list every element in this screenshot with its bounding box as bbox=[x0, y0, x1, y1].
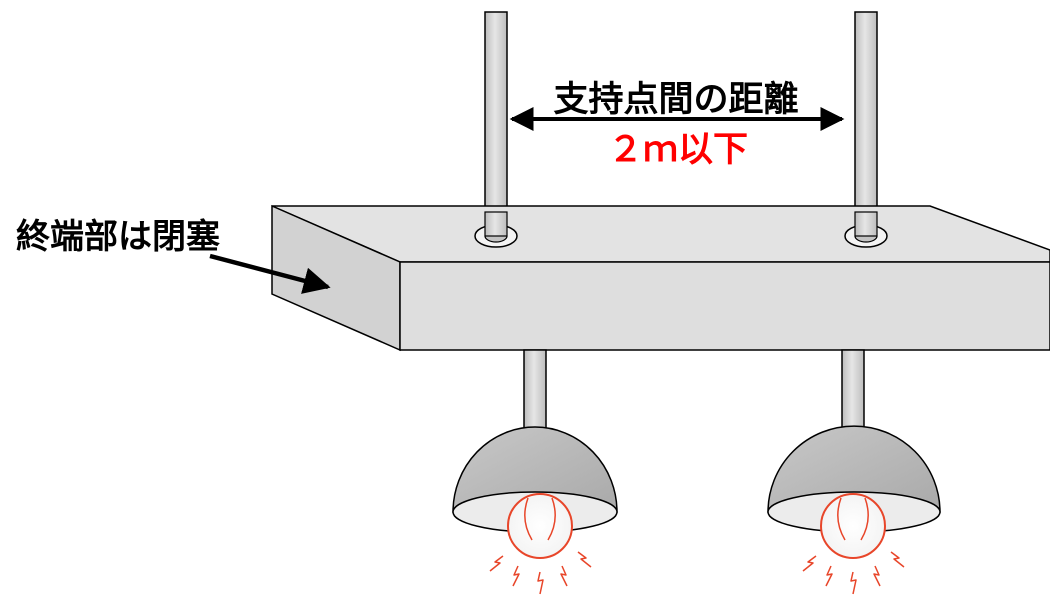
lamp-stem-left bbox=[523, 349, 547, 433]
support-rod-right bbox=[854, 11, 878, 233]
lamp-right bbox=[767, 425, 941, 559]
lamp-shade-left bbox=[452, 426, 618, 513]
lamp-shade-right bbox=[767, 425, 941, 513]
duct-front-face bbox=[399, 261, 1050, 351]
lamp-stem-right bbox=[841, 349, 865, 433]
bulb-left bbox=[507, 493, 573, 559]
light-rays-right bbox=[802, 551, 905, 595]
duct-box bbox=[271, 204, 1050, 352]
support-distance-label: 支持点間の距離 bbox=[553, 80, 798, 120]
light-rays-left bbox=[489, 551, 592, 595]
end-closed-pointer-arrow bbox=[209, 253, 331, 294]
support-rod-left bbox=[484, 11, 508, 233]
lamp-left bbox=[452, 426, 618, 559]
bulb-right bbox=[820, 493, 886, 559]
support-distance-value: ２ｍ以下 bbox=[608, 130, 748, 170]
duct-top-face bbox=[271, 205, 1050, 263]
end-closed-label: 終端部は閉塞 bbox=[16, 217, 220, 257]
